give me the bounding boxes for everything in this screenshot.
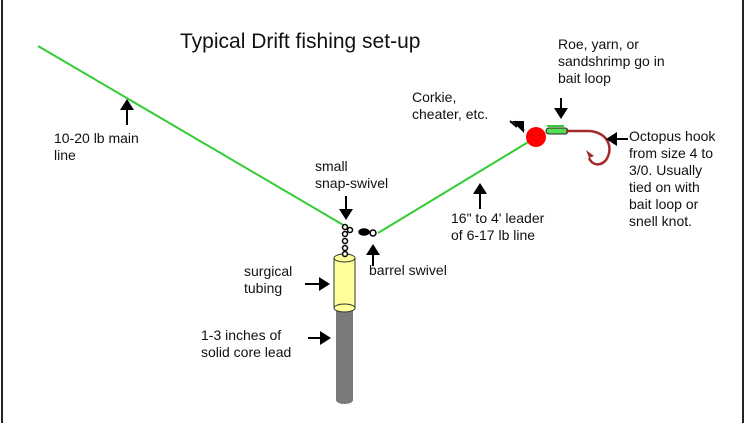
lead-weight [336, 296, 353, 404]
corkie [526, 127, 546, 147]
barrel-swivel-label: barrel swivel [369, 262, 447, 278]
arrow-tubing [305, 277, 330, 291]
arrow-corkie [509, 119, 526, 133]
corkie-label: Corkie, cheater, etc. [412, 89, 489, 122]
main-line-label: 10-20 lb main line [54, 130, 139, 163]
arrow-leader [473, 183, 487, 209]
lead-label: 1-3 inches of solid core lead [201, 327, 292, 360]
barrel-swivel [346, 226, 377, 237]
main-line [37, 45, 346, 227]
arrow-hook [606, 132, 628, 146]
snap-swivel [341, 223, 349, 258]
arrow-snap-swivel [339, 196, 353, 220]
arrow-main-line [120, 99, 134, 125]
snap-swivel-label: small snap-swivel [315, 158, 389, 191]
hook-label: Octopus hook from size 4 to 3/0. Usually… [629, 128, 716, 229]
diagram-title: Typical Drift fishing set-up [180, 30, 421, 53]
hook-barb [586, 150, 594, 158]
bait-loop [545, 125, 569, 135]
leader-label: 16" to 4' leader of 6-17 lb line [451, 210, 545, 243]
surgical-tubing [333, 253, 356, 313]
arrow-bait [554, 98, 568, 119]
arrow-barrel-swivel [366, 244, 380, 266]
arrow-lead [308, 331, 331, 345]
leader-line [377, 140, 531, 234]
bait-label: Roe, yarn, or sandshrimp go in bait loop [558, 36, 665, 86]
surgical-tubing-label: surgical tubing [244, 263, 293, 296]
octopus-hook [566, 129, 611, 166]
